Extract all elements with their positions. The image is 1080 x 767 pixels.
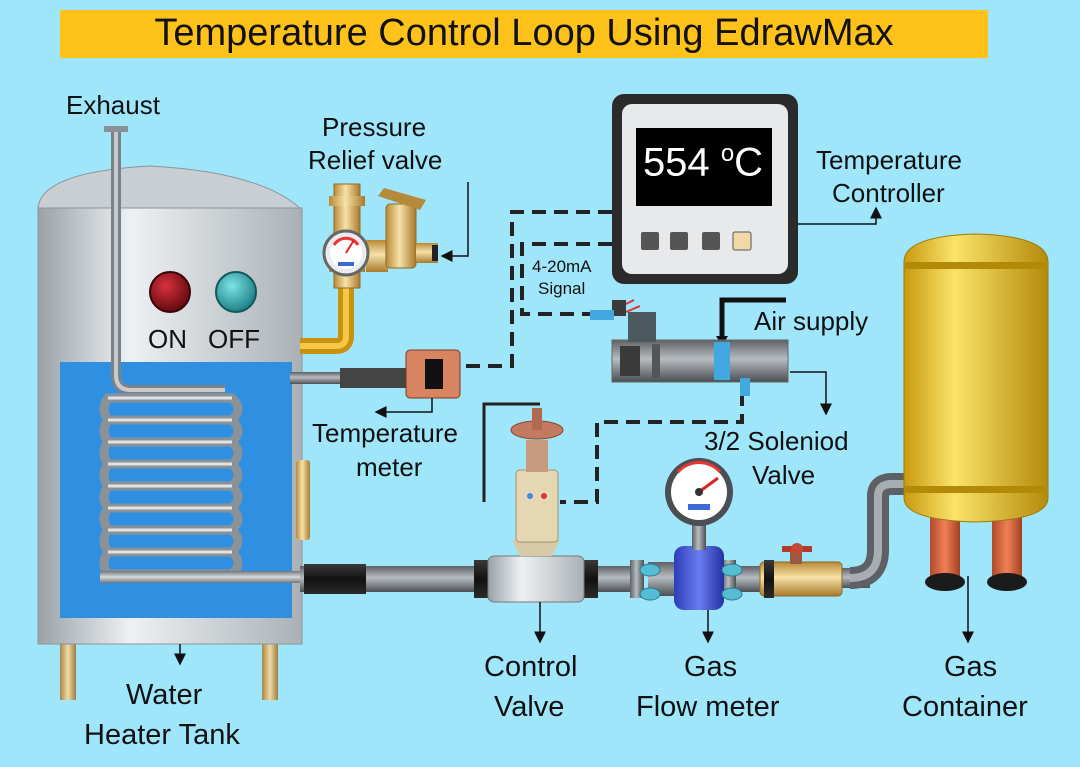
solenoid-valve [590, 297, 789, 396]
label-signal-1: 4-20mA [532, 257, 592, 276]
off-button-icon [215, 271, 257, 313]
label-heater-tank-2: Heater Tank [84, 719, 240, 751]
control-valve [474, 408, 598, 603]
label-flow-meter-1: Gas [684, 651, 738, 683]
label-exhaust: Exhaust [66, 90, 160, 120]
temperature-controller [612, 94, 798, 284]
label-on: ON [148, 324, 187, 354]
controller-key-2[interactable] [670, 232, 688, 250]
label-temp-controller-2: Controller [832, 178, 945, 208]
label-air-supply: Air supply [754, 306, 869, 336]
gas-container [903, 233, 1049, 591]
on-button-icon [149, 271, 191, 313]
ball-valve [759, 543, 843, 598]
display-value: 554 [642, 140, 710, 185]
signal-lines [460, 210, 744, 504]
label-temp-controller-1: Temperature [816, 145, 962, 175]
controller-display-readout: 554 oC [628, 140, 778, 185]
label-gas-container-2: Container [902, 691, 1028, 723]
water-heater-tank [37, 165, 310, 700]
controller-key-4[interactable] [732, 231, 752, 251]
controller-key-1[interactable] [641, 232, 659, 250]
callout-arrows [174, 182, 974, 666]
heating-coil [99, 126, 300, 583]
label-heater-tank-1: Water [126, 679, 203, 711]
valve-actuator-tube [482, 402, 540, 502]
label-flow-meter-2: Flow meter [636, 691, 780, 723]
display-unit: C [734, 140, 764, 185]
label-control-valve-2: Valve [494, 691, 565, 723]
temperature-meter [290, 349, 461, 399]
label-temp-meter-1: Temperature [312, 418, 458, 448]
title-bar [60, 10, 988, 58]
label-off: OFF [208, 324, 260, 354]
label-pressure-relief-1: Pressure [322, 112, 427, 142]
pressure-relief-valve [300, 183, 438, 354]
label-temp-meter-2: meter [356, 452, 423, 482]
gas-flow-meter [630, 458, 743, 610]
controller-key-3[interactable] [702, 232, 720, 250]
display-degree: o [720, 140, 735, 167]
label-pressure-relief-2: Relief valve [308, 145, 443, 175]
label-solenoid-1: 3/2 Soleniod [704, 426, 849, 456]
label-control-valve-1: Control [484, 651, 578, 683]
label-gas-container-1: Gas [944, 651, 998, 683]
diagram-title: Temperature Control Loop Using EdrawMax [154, 12, 894, 54]
label-signal-2: Signal [538, 279, 586, 298]
controller-display [636, 128, 772, 206]
label-solenoid-2: Valve [752, 460, 816, 490]
